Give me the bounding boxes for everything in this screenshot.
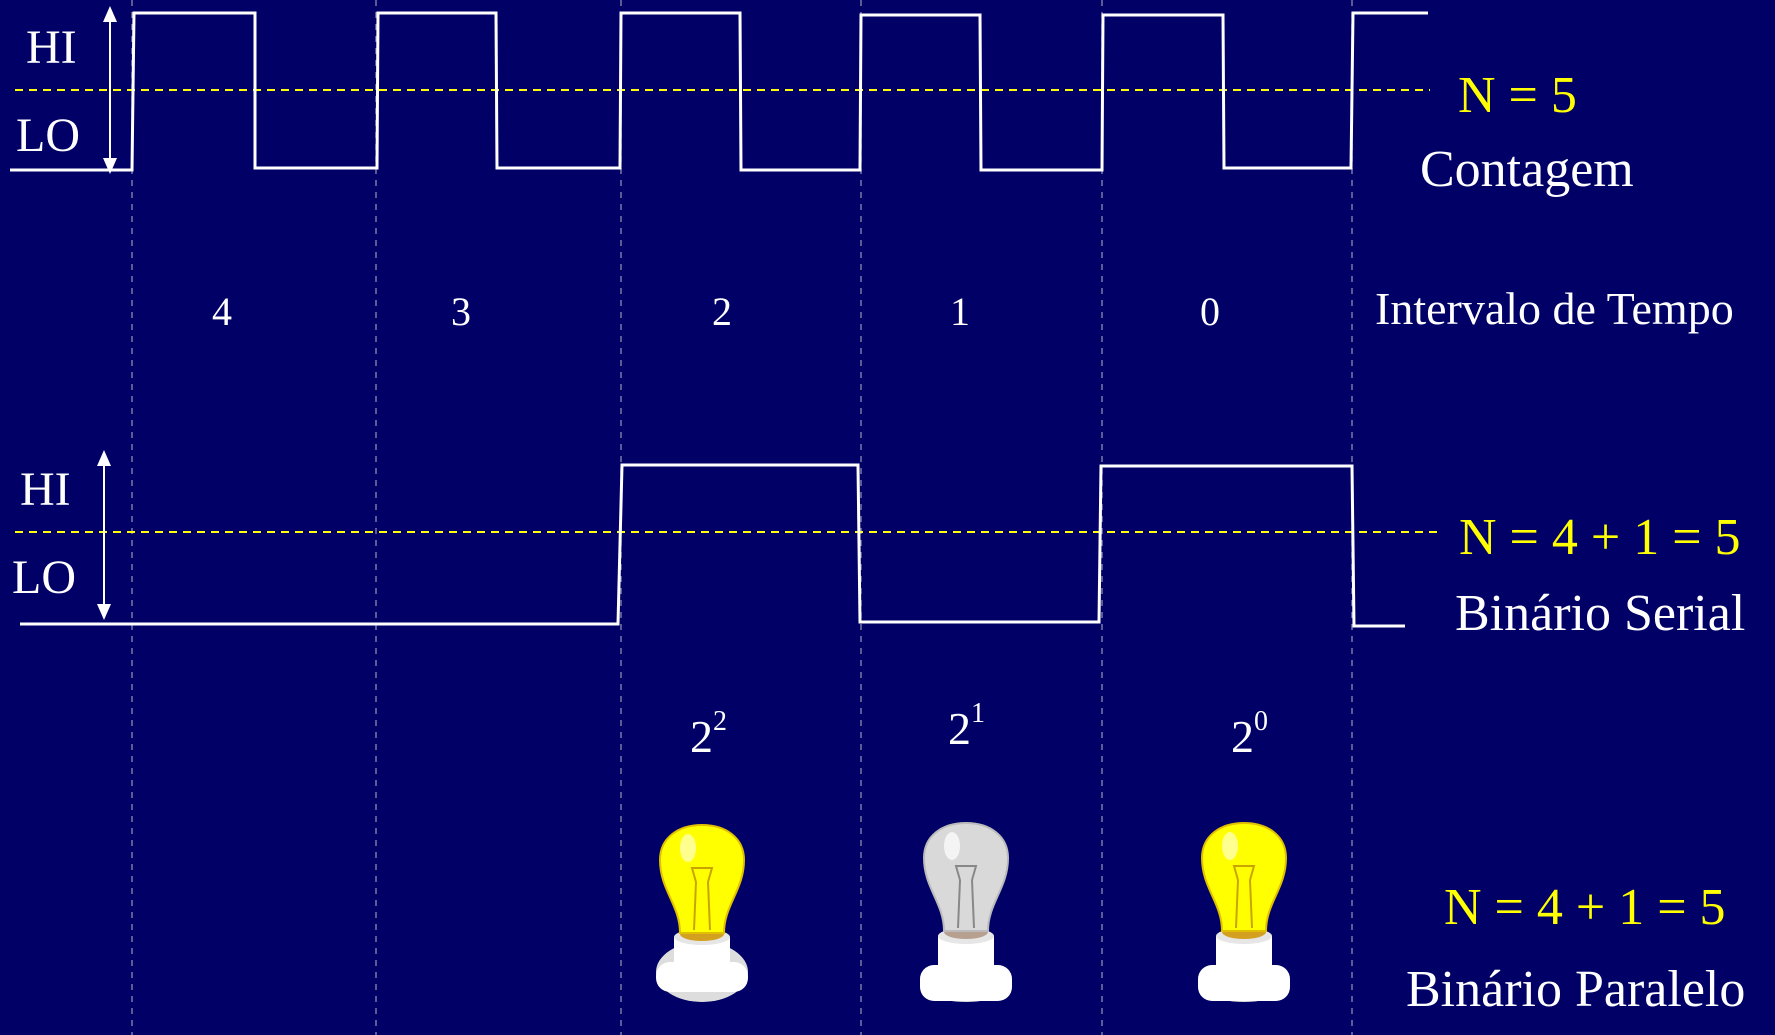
parallel-equation: N = 4 + 1 = 5 <box>1444 882 1726 934</box>
parallel-caption: Binário Paralelo <box>1406 964 1745 1016</box>
interval-caption: Intervalo de Tempo <box>1375 286 1734 332</box>
serial-hi-label: HI <box>20 466 71 514</box>
power-label: 22 <box>690 714 727 760</box>
power-label: 21 <box>948 706 985 752</box>
top-arrow-up-icon <box>103 6 117 22</box>
top-lo-label: LO <box>16 112 80 160</box>
clock-waveform <box>10 13 1428 170</box>
interval-label: 4 <box>212 292 232 332</box>
serial-lo-label: LO <box>12 554 76 602</box>
serial-arrow-down-icon <box>97 604 111 620</box>
serial-waveform <box>20 465 1405 626</box>
serial-caption: Binário Serial <box>1455 588 1745 640</box>
top-arrow-down-icon <box>103 158 117 174</box>
serial-equation: N = 4 + 1 = 5 <box>1459 512 1741 564</box>
lit-bulb-icon <box>656 825 748 1002</box>
top-hi-label: HI <box>26 24 77 72</box>
top-equation: N = 5 <box>1458 70 1577 122</box>
lit-bulb-icon <box>1198 823 1290 1002</box>
interval-label: 1 <box>950 292 970 332</box>
interval-label: 0 <box>1200 292 1220 332</box>
top-caption: Contagem <box>1420 144 1634 196</box>
interval-label: 3 <box>451 292 471 332</box>
power-label: 20 <box>1231 714 1268 760</box>
unlit-bulb-icon <box>920 823 1012 1002</box>
interval-label: 2 <box>712 292 732 332</box>
serial-arrow-up-icon <box>97 450 111 466</box>
